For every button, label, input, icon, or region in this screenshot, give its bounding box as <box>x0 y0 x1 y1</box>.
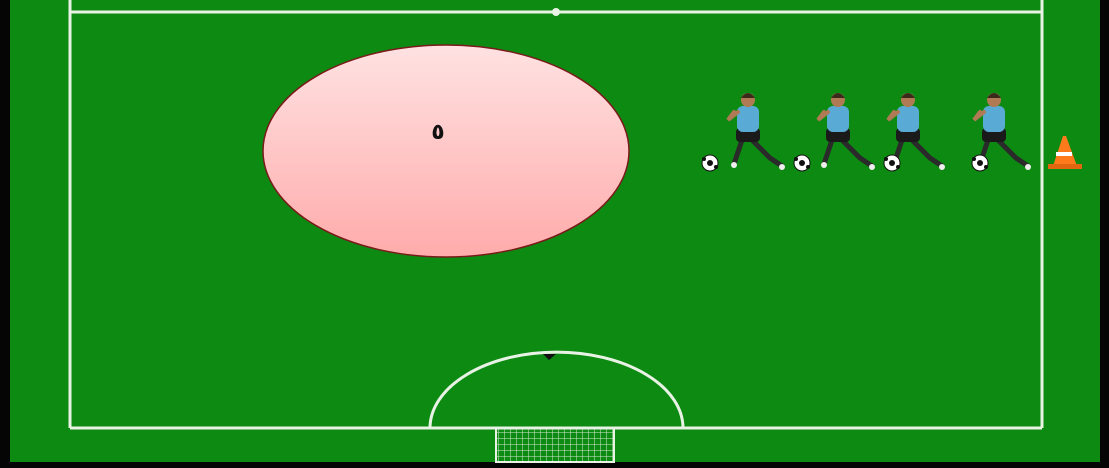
zone-circle <box>263 45 629 257</box>
ball-icon <box>702 155 718 171</box>
zone-label: ٥ <box>418 118 458 148</box>
ball-icon <box>972 155 988 171</box>
center-spot <box>552 8 560 16</box>
ball-icon <box>794 155 810 171</box>
ball-icon <box>884 155 900 171</box>
goal-net-icon <box>496 428 614 462</box>
